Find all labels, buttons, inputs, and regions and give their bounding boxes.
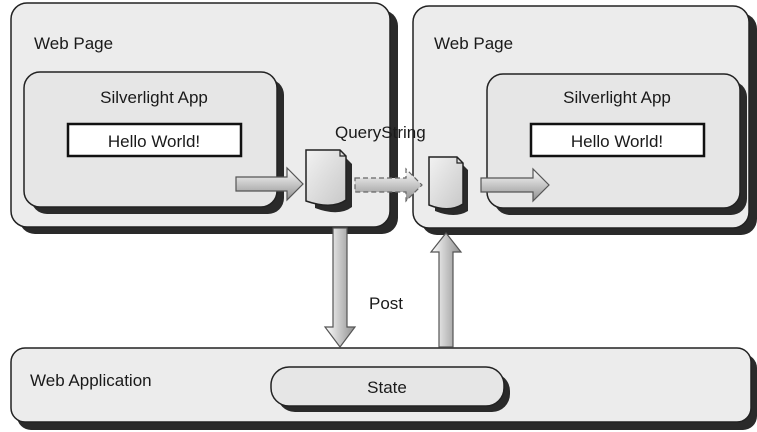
state-box: State — [270, 366, 510, 412]
arrow-post-down — [323, 227, 357, 348]
right-web-page-title: Web Page — [434, 34, 513, 53]
right-hello-box — [529, 122, 706, 158]
arrow-document-to-app — [480, 167, 550, 203]
post-label: Post — [369, 294, 403, 313]
web-application: Web Application State — [10, 347, 757, 430]
right-document-icon — [428, 156, 468, 215]
left-web-page: Web Page Silverlight App Hello World! — [10, 2, 398, 234]
left-hello-box — [66, 122, 243, 158]
left-document-icon — [305, 149, 352, 213]
arrow-state-up — [429, 232, 463, 348]
right-silverlight-app: Silverlight App Hello World! — [486, 73, 747, 215]
left-hello-text: Hello World! — [108, 132, 200, 151]
right-hello-text: Hello World! — [571, 132, 663, 151]
state-label: State — [367, 378, 407, 397]
right-web-page: Web Page Silverlight App Hello World! — [412, 5, 757, 235]
arrow-querystring — [354, 167, 423, 203]
left-web-page-title: Web Page — [34, 34, 113, 53]
left-app-title: Silverlight App — [100, 88, 208, 107]
web-application-title: Web Application — [30, 371, 152, 390]
right-app-title: Silverlight App — [563, 88, 671, 107]
arrow-app-to-document — [235, 166, 304, 202]
querystring-label: QueryString — [335, 123, 426, 142]
left-silverlight-app: Silverlight App Hello World! — [23, 71, 284, 214]
